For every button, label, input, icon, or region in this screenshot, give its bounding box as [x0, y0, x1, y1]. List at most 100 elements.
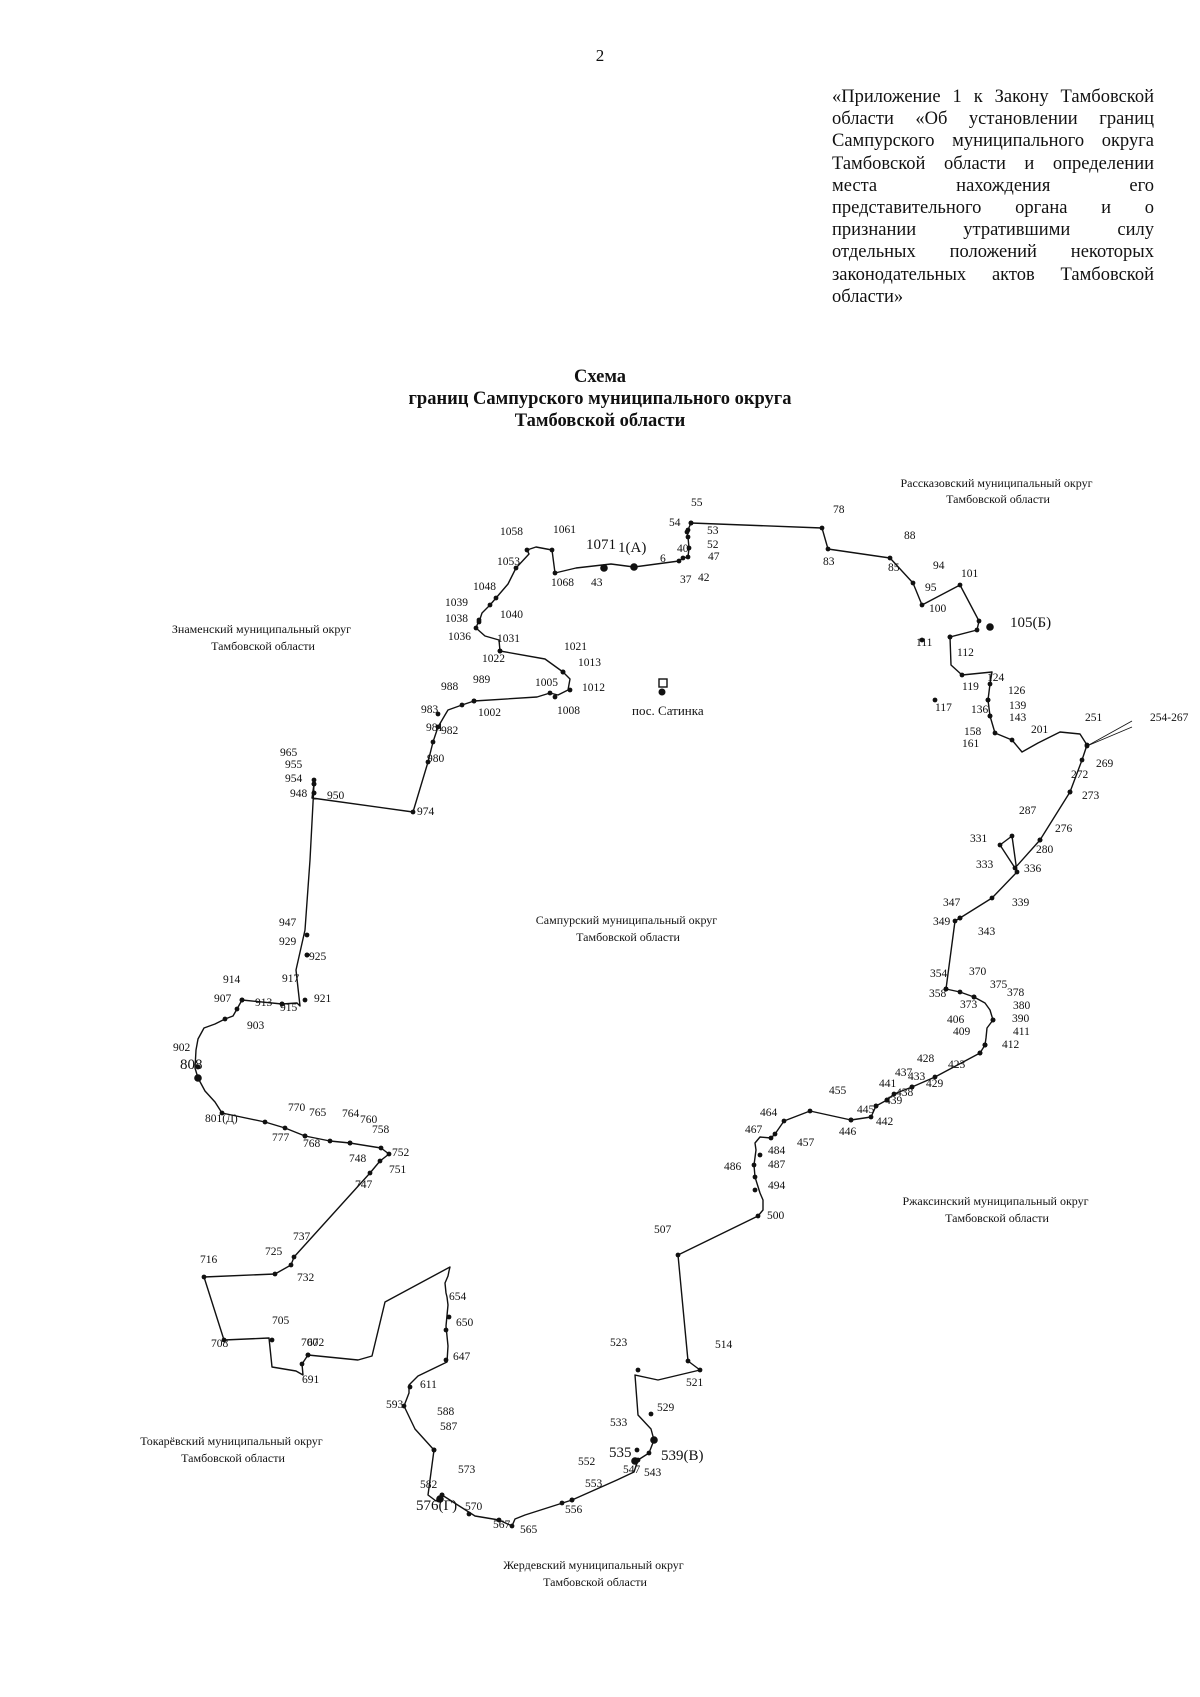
point-label: 1031: [497, 633, 520, 645]
point-label: 980: [427, 753, 445, 765]
boundary-vertex: [473, 625, 479, 631]
point-label: 903: [247, 1020, 265, 1032]
point-label: 139: [1009, 700, 1027, 712]
point-label: 954: [285, 773, 303, 785]
boundary-vertex: [752, 1174, 758, 1180]
boundary-vertex: [219, 1110, 225, 1116]
boundary-vertex: [919, 602, 925, 608]
boundary-vertex: [221, 1337, 227, 1343]
point-label: 333: [976, 859, 994, 871]
boundary-vertex: [932, 697, 938, 703]
point-label: 981: [426, 722, 444, 734]
point-label: 573: [458, 1464, 476, 1476]
point-label: 85: [888, 562, 900, 574]
boundary-vertex: [873, 1103, 879, 1109]
point-label: 748: [349, 1153, 367, 1165]
boundary-vertex: [311, 777, 317, 783]
boundary-vertex: [635, 1457, 641, 1463]
boundary-vertex: [976, 618, 982, 624]
boundary-vertex: [601, 565, 607, 571]
region-zherdevsky: Жердевский муниципальный округ Тамбовско…: [503, 1558, 686, 1589]
point-label: 390: [1012, 1013, 1030, 1025]
point-label: 691: [302, 1374, 320, 1386]
point-label: 1013: [578, 657, 601, 669]
point-label: 1038: [445, 613, 468, 625]
boundary-vertex: [194, 1074, 202, 1082]
point-label: 965: [280, 747, 298, 759]
boundary-vertex: [302, 997, 308, 1003]
point-label: 412: [1002, 1039, 1020, 1051]
point-label: 1040: [500, 609, 523, 621]
boundary-vertex: [982, 1042, 988, 1048]
boundary-vertex: [910, 580, 916, 586]
boundary-vertex: [971, 994, 977, 1000]
boundary-vertex: [987, 713, 993, 719]
point-label: 948: [290, 788, 308, 800]
point-label: 801(Д): [205, 1113, 238, 1125]
point-label: 406: [947, 1014, 965, 1026]
boundary-vertex: [887, 555, 893, 561]
boundary-vertex: [496, 1517, 502, 1523]
boundary-vertex: [425, 759, 431, 765]
boundary-vertex: [435, 724, 441, 730]
boundary-vertex: [630, 563, 638, 571]
point-label: 464: [760, 1107, 778, 1119]
point-label: 88: [904, 530, 916, 542]
boundary-vertex: [304, 932, 310, 938]
boundary-vertex: [1037, 837, 1043, 843]
point-label: 500: [767, 1210, 785, 1222]
point-label: 441: [879, 1078, 897, 1090]
point-label: 593: [386, 1399, 404, 1411]
page-number: 2: [595, 46, 605, 65]
point-label: 161: [962, 738, 980, 750]
point-label: 521: [686, 1377, 704, 1389]
point-label: 95: [925, 582, 937, 594]
boundary-vertex: [269, 1337, 275, 1343]
point-label: 455: [829, 1085, 847, 1097]
boundary-vertex: [466, 1511, 472, 1517]
point-label: 732: [297, 1272, 315, 1284]
boundary-vertex: [279, 1001, 285, 1007]
boundary-vertex: [497, 648, 503, 654]
boundary-vertex: [1009, 833, 1015, 839]
point-label: 423: [948, 1059, 966, 1071]
point-label: 43: [591, 577, 603, 589]
point-label: 354: [930, 968, 948, 980]
point-label: 158: [964, 726, 982, 738]
point-label: 672: [307, 1337, 325, 1349]
point-label: 380: [1013, 1000, 1031, 1012]
boundary-vertex: [386, 1151, 392, 1157]
point-label: 358: [929, 988, 947, 1000]
point-label: 587: [440, 1421, 458, 1433]
boundary-vertex: [407, 1384, 413, 1390]
boundary-vertex: [239, 997, 245, 1003]
point-label: 486: [724, 1161, 742, 1173]
point-label: 280: [1036, 844, 1054, 856]
point-label: 143: [1009, 712, 1027, 724]
point-label: 983: [421, 704, 439, 716]
boundary-vertex: [781, 1118, 787, 1124]
boundary-vertex: [311, 781, 317, 787]
point-label: 446: [839, 1126, 857, 1138]
point-label: 105(Б): [1010, 615, 1051, 631]
boundary-vertex: [378, 1145, 384, 1151]
point-label: 112: [957, 647, 974, 659]
boundary-vertex: [1012, 865, 1018, 871]
point-label: 484: [768, 1145, 786, 1157]
point-label: 708: [211, 1338, 229, 1350]
point-label: 442: [876, 1116, 894, 1128]
point-label: 1058: [500, 526, 523, 538]
boundary-vertex: [634, 1447, 640, 1453]
boundary-vertex: [676, 558, 682, 564]
boundary-vertex: [957, 989, 963, 995]
point-label: 117: [935, 702, 952, 714]
boundary-vertex: [569, 1497, 575, 1503]
point-label: 907: [214, 993, 232, 1005]
point-label: 272: [1071, 769, 1089, 781]
point-label: 100: [929, 603, 947, 615]
boundary-vertex: [443, 1327, 449, 1333]
point-label: 1022: [482, 653, 505, 665]
boundary-vertex: [1079, 757, 1085, 763]
point-label: 119: [962, 681, 979, 693]
